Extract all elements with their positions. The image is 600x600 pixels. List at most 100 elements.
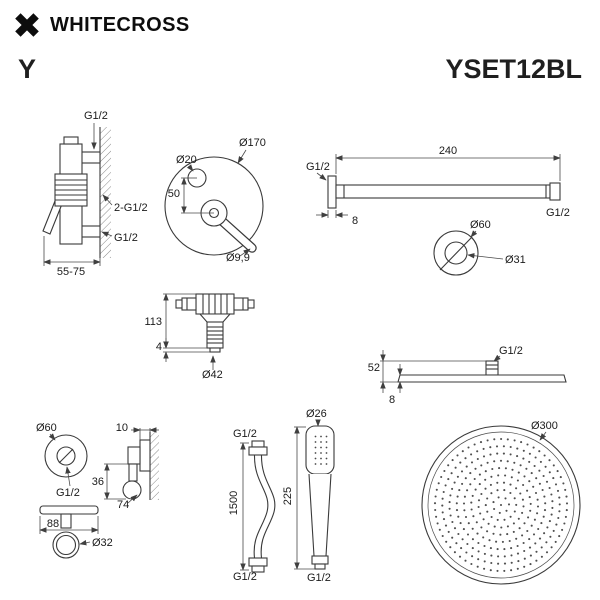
handshower-handle [308,473,332,557]
label-4: 4 [156,341,162,353]
dim-head-diameter: Ø300 [531,420,558,441]
dim-mixer-top-thread: G1/2 [84,110,108,150]
arm-flange-inner [444,241,468,265]
arm-coupler [549,182,561,201]
dim-head-height: 52 [368,350,486,393]
label-52: 52 [368,362,380,374]
label-d42: Ø42 [202,369,223,381]
diagram-wall-outlet-holder: Ø60 G1/2 10 [36,422,159,559]
whitecross-x-icon [15,13,39,37]
label-88: 88 [47,518,59,530]
label-d20: Ø20 [176,154,197,166]
dim-button-diameter: Ø20 [176,154,197,172]
dim-hook-diameter: Ø32 [79,537,113,549]
outlet-escutcheon-side [139,439,151,472]
diagram-valve-body-front: 113 4 Ø42 [144,293,255,381]
dim-arm-length: 240 [335,145,561,181]
label-outlet-g: G1/2 [56,487,80,499]
dim-outlet-width: 88 [39,516,99,534]
handshower-spray-face [311,432,329,468]
label-d170: Ø170 [239,137,266,149]
dim-pin-diameter: Ø9,9 [226,248,251,264]
spray-nozzle-dots [433,437,569,572]
arm-tube [335,184,551,199]
label-hose-g-bottom: G1/2 [233,571,257,583]
dim-outlet-depth: 10 [116,422,159,440]
dim-holder-74: 74 [117,494,138,511]
holder-hook-side [122,480,142,500]
label-d31: Ø31 [505,254,526,266]
dim-valve-gap: 4 [156,338,210,362]
head-connector [485,360,499,376]
label-handshower-g: G1/2 [307,572,331,584]
label-36: 36 [92,476,104,488]
dim-arm-g-left: G1/2 [306,161,330,181]
label-d300: Ø300 [531,420,558,432]
label-d60-arm: Ø60 [470,219,491,231]
outlet-escutcheon-front [44,434,88,478]
label-74: 74 [117,499,129,511]
diagram-head-side: G1/2 52 8 [368,345,567,406]
dim-handshower-length: 225 [282,426,315,570]
head-plate-side [397,374,567,383]
brand-name: WHITECROSS [50,13,190,36]
label-mixer-g-top: G1/2 [84,110,108,122]
label-d9-9: Ø9,9 [226,252,250,264]
dim-holder-36: 36 [92,463,128,500]
dim-button-spacing: 50 [168,177,214,214]
label-arm-g-left: G1/2 [306,161,330,173]
dim-outlet-diameter: Ø60 [36,422,57,441]
arm-flange-outer [433,230,479,276]
label-mixer-g-mid: 2-G1/2 [114,202,148,214]
label-head-g: G1/2 [499,345,523,357]
label-225: 225 [282,487,294,505]
label-mixer-g-bottom: G1/2 [114,232,138,244]
arm-wall-flange [327,175,337,209]
title-row: Y YSET12BL [0,54,600,85]
holder-arm [128,463,138,482]
dim-mixer-depth: 55-75 [43,236,101,278]
label-arm-240: 240 [439,145,457,157]
diagram-shower-arm: G1/2 240 8 G1/2 Ø60 [306,145,570,276]
dim-mixer-wall-threads: 2-G1/2 [102,194,148,214]
label-10: 10 [116,422,128,434]
label-mixer-depth: 55-75 [57,266,85,278]
hose-outline [253,454,269,559]
head-plate-top [421,425,581,585]
label-113: 113 [144,316,162,328]
dim-faceplate-diameter: Ø170 [237,137,266,164]
dim-hose-length: 1500 [228,442,249,571]
label-spacing-50: 50 [168,188,180,200]
label-d26: Ø26 [306,408,327,420]
dim-flange-outer-diameter: Ø60 [470,219,491,238]
diagram-head-top-view: Ø300 [421,420,581,585]
outlet-body-side [127,446,141,465]
diagram-mixer-trim-front: Ø170 Ø20 50 Ø9,9 [164,137,266,264]
dim-head-g: G1/2 [493,345,523,362]
hose-nut-top [248,446,268,456]
hose-nut-bottom [248,557,268,567]
label-head-8: 8 [389,394,395,406]
outlet-bottom-view [39,505,99,515]
model-code: YSET12BL [445,54,582,84]
diagram-hand-shower: Ø26 225 G1/2 [282,408,335,584]
dim-mixer-bottom-thread: G1/2 [101,231,138,244]
label-1500: 1500 [228,491,240,515]
label-d32: Ø32 [92,537,113,549]
mixer-faceplate [164,156,264,256]
label-arm-g-right: G1/2 [546,207,570,219]
dim-outlet-g: G1/2 [56,466,80,499]
brand-header: WHITECROSS [12,10,190,40]
diagram-mixer-valve-side: G1/2 2-G1/2 G1/2 55-75 [42,110,148,278]
dim-arm-flange-thickness: 8 [316,210,358,227]
dim-head-thickness: 8 [389,364,403,406]
label-arm-8: 8 [352,215,358,227]
dim-flange-inner-diameter: Ø31 [467,253,526,266]
label-hose-g-top: G1/2 [233,428,257,440]
label-outlet-d60: Ø60 [36,422,57,434]
series-code: Y [18,54,37,84]
dim-valve-diameter: Ø42 [202,355,223,381]
dim-handshower-diameter: Ø26 [306,408,327,427]
